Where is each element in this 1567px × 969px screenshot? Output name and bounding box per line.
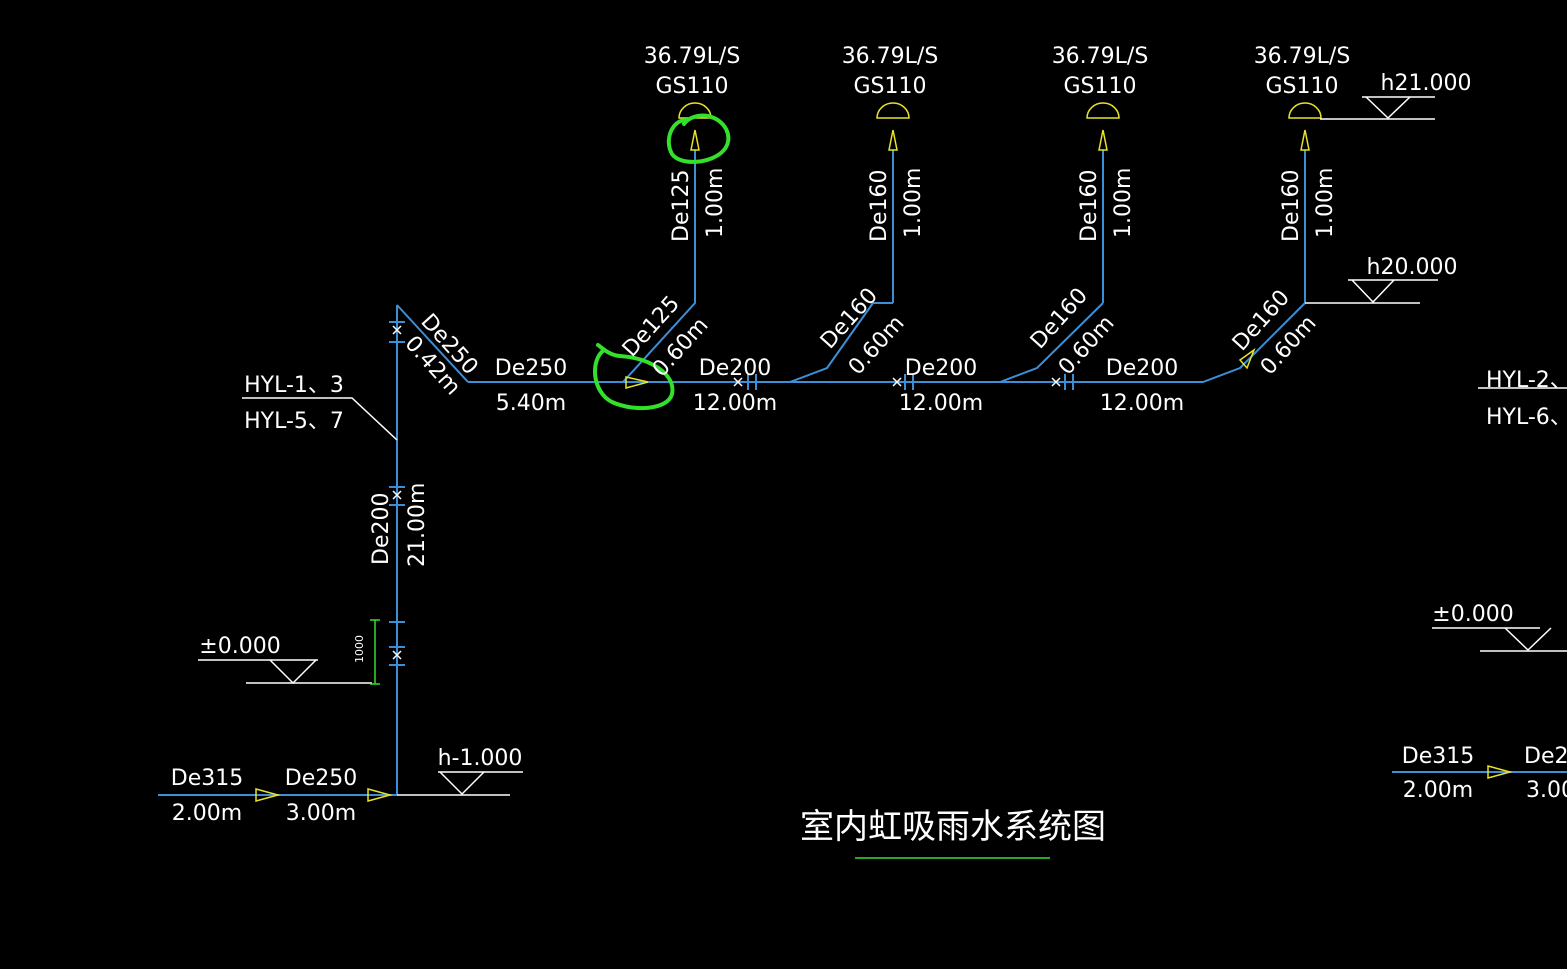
stack-size: De200: [369, 493, 394, 565]
drain-1-flow: 36.79L/S: [644, 44, 741, 69]
small-dimension: 1000: [353, 635, 366, 663]
stack-tag-top: HYL-1、3: [244, 373, 344, 398]
leader-lines: [242, 387, 1567, 441]
drain-4-flow: 36.79L/S: [1254, 44, 1351, 69]
labels: 36.79L/S GS110 De125 1.00m De125 0.60m 3…: [171, 44, 1567, 847]
dimension-1000: [370, 619, 380, 685]
header-seg-4-size: De200: [1106, 356, 1178, 381]
right-outlet-2-size: De25: [1524, 744, 1567, 769]
x-mark: [392, 650, 402, 660]
header-pipe-1: [468, 302, 874, 383]
drain-2-riser-len: 1.00m: [901, 168, 926, 238]
roof-drain-3: [1086, 102, 1120, 151]
drain-1-riser-len: 1.00m: [703, 168, 728, 238]
elbow-pipe: [396, 304, 469, 383]
level-marker-ground: [198, 659, 372, 685]
x-mark: [1051, 377, 1061, 387]
x-mark: [733, 377, 743, 387]
header-fitting-3: [1064, 374, 1074, 390]
flow-arrow-icon: [255, 788, 281, 802]
roof-drain-4: [1288, 102, 1322, 151]
level-ground-right: ±0.000: [1432, 602, 1513, 627]
outlet-1-len: 2.00m: [172, 801, 242, 826]
level-ground: ±0.000: [199, 634, 280, 659]
header-seg-1-size: De250: [495, 356, 567, 381]
header-seg-2-size: De200: [699, 356, 771, 381]
roof-drain-2: [876, 102, 910, 151]
drain-2-flow: 36.79L/S: [842, 44, 939, 69]
level-outlet: h-1.000: [438, 746, 523, 771]
flow-arrow-icon: [625, 376, 649, 389]
drain-3-model: GS110: [1063, 74, 1136, 99]
outlet-2-len: 3.00m: [286, 801, 356, 826]
drain-4-riser-size: De160: [1279, 170, 1304, 242]
markup-circle-header: [592, 343, 675, 411]
header-seg-2-len: 12.00m: [693, 391, 777, 416]
right-outlet-2-len: 3.00: [1526, 778, 1567, 803]
outlet-2-size: De250: [285, 766, 357, 791]
stack-tag-leader: [242, 397, 398, 441]
flow-arrows: [255, 347, 1513, 802]
pipe-x-marks: [392, 325, 1061, 660]
stack-fitting-mid: [389, 486, 405, 506]
drain-2-riser-size: De160: [867, 170, 892, 242]
level-markers: [198, 96, 1567, 796]
stack-tag-bottom: HYL-5、7: [244, 409, 344, 434]
level-marker-branch: [1305, 279, 1438, 304]
markup-circles: [592, 113, 731, 411]
pipe-fittings: [389, 321, 1074, 666]
branch-pipe-1: [622, 150, 696, 383]
markup-circle-top: [666, 113, 731, 164]
header-pipe-2: [790, 302, 1104, 383]
level-marker-roof: [1320, 96, 1435, 120]
drain-4-model: GS110: [1265, 74, 1338, 99]
outlet-1-size: De315: [171, 766, 243, 791]
x-mark: [392, 490, 402, 500]
drain-2-model: GS110: [853, 74, 926, 99]
stack-len: 21.00m: [405, 483, 430, 567]
drawing-title: 室内虹吸雨水系统图: [800, 807, 1106, 847]
flow-arrow-icon: [1487, 765, 1513, 779]
header-fitting-2: [904, 374, 914, 390]
drain-3-riser-len: 1.00m: [1111, 168, 1136, 238]
right-tag-top: HYL-2、: [1486, 368, 1567, 393]
right-outlet-1-len: 2.00m: [1403, 778, 1473, 803]
level-marker-outlet: [397, 771, 523, 796]
drain-4-riser-len: 1.00m: [1313, 168, 1338, 238]
stack-fitting-top: [389, 321, 405, 343]
level-roof: h21.000: [1381, 71, 1472, 96]
flow-arrow-icon: [1238, 347, 1256, 370]
flow-arrow-icon: [367, 788, 393, 802]
drain-1-model: GS110: [655, 74, 728, 99]
x-mark: [392, 325, 402, 335]
right-outlet-1-size: De315: [1402, 744, 1474, 769]
drain-3-flow: 36.79L/S: [1052, 44, 1149, 69]
level-branch: h20.000: [1367, 255, 1458, 280]
right-tag-bottom: HYL-6、: [1486, 405, 1567, 430]
header-seg-3-len: 12.00m: [899, 391, 983, 416]
x-mark: [892, 377, 902, 387]
stack-fitting-low: [389, 621, 405, 666]
header-seg-3-size: De200: [905, 356, 977, 381]
header-seg-1-len: 5.40m: [496, 391, 566, 416]
header-fitting-1: [747, 374, 757, 390]
drain-1-riser-size: De125: [669, 170, 694, 242]
header-pipe-3: [1000, 302, 1306, 383]
level-marker-ground-right: [1432, 627, 1567, 652]
drain-3-riser-size: De160: [1077, 170, 1102, 242]
header-seg-4-len: 12.00m: [1100, 391, 1184, 416]
